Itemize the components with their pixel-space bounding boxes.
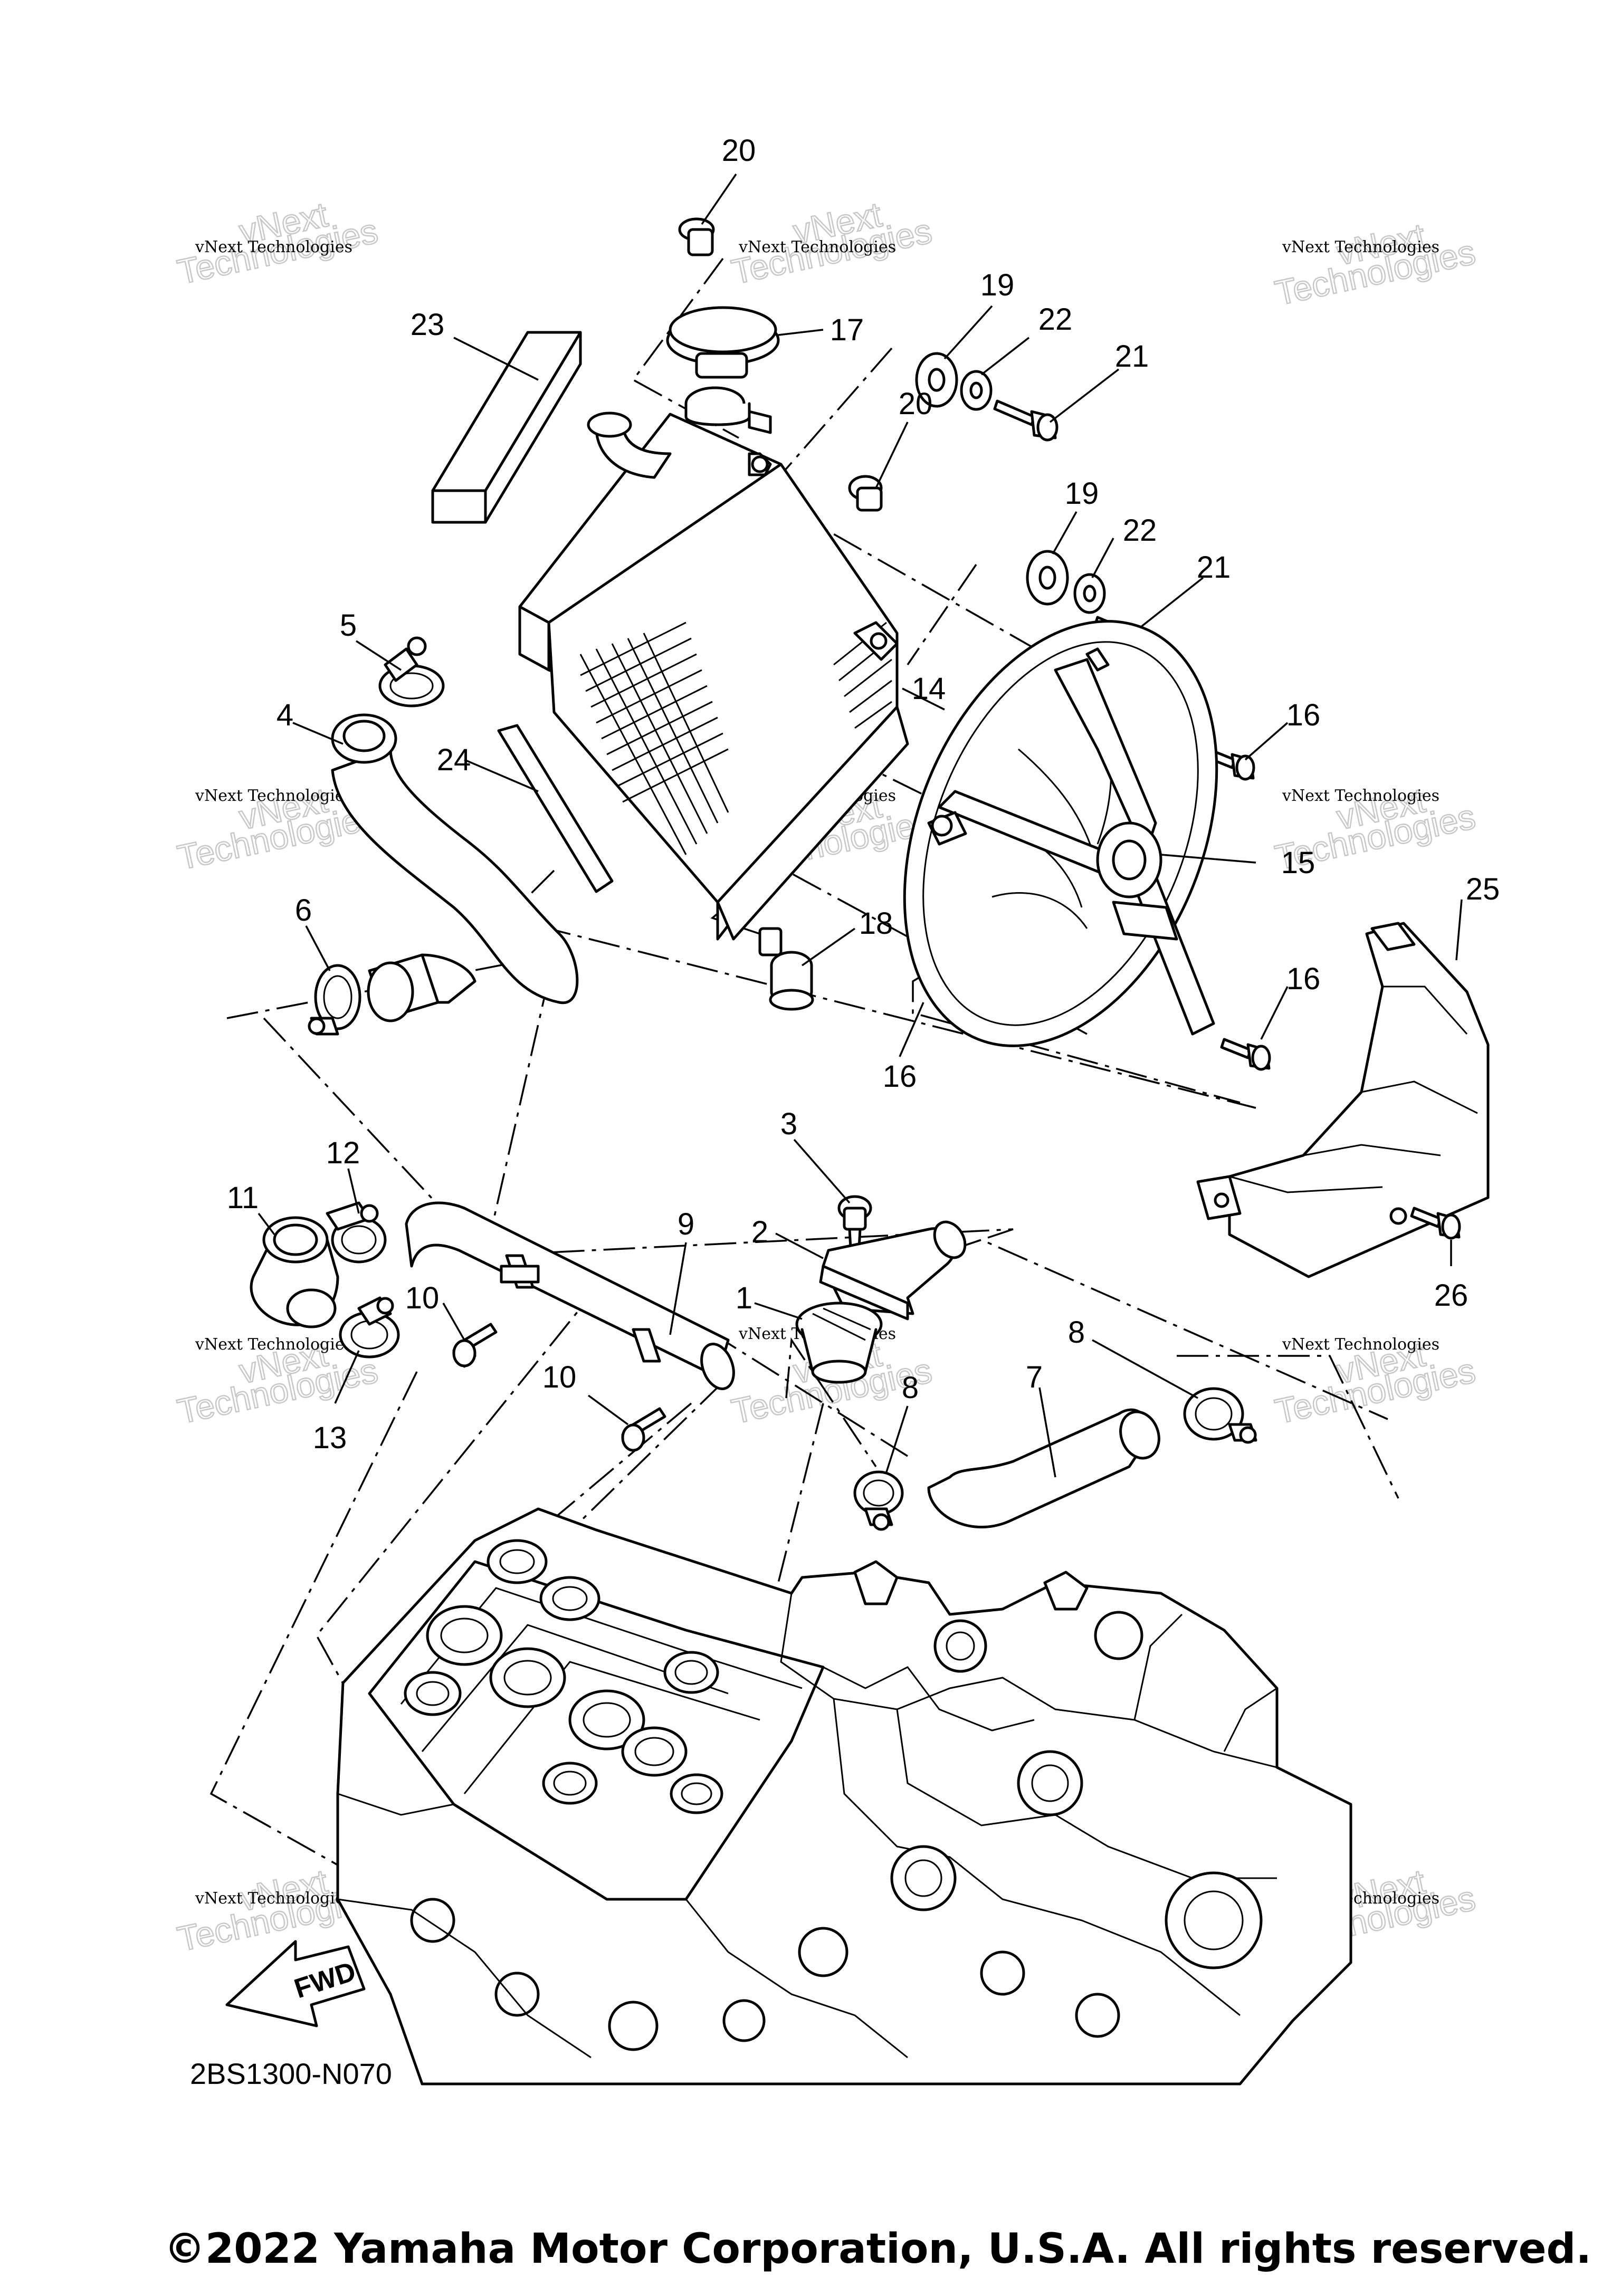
callout-6: 6 [295,893,312,927]
callout-5: 5 [340,608,357,643]
callout-10: 10 [542,1360,577,1394]
callout-15: 15 [1281,846,1315,880]
callout-21: 21 [1115,339,1149,374]
watermark-text: vNext Technologies [738,238,896,256]
callout-9: 9 [678,1207,694,1241]
callout-22: 22 [1123,513,1157,548]
watermark-text: vNext Technologies [195,1335,352,1354]
callout-25: 25 [1466,872,1500,906]
callout-20: 20 [722,133,756,168]
callout-19: 19 [980,268,1015,302]
plug-hole [568,1689,645,1750]
fwd-arrow-icon: FWD [225,1940,366,2027]
callout-24: 24 [437,743,471,777]
callout-16: 16 [883,1059,917,1094]
bolt [993,399,1036,426]
side-cover-panel [1228,922,1490,1278]
plug-hole [426,1605,503,1666]
bolt [1410,1207,1442,1228]
radiator-hose [331,748,579,1004]
rubber-strip [497,724,614,893]
callout-22: 22 [1038,302,1073,337]
callout-16: 16 [1286,962,1321,996]
callout-1: 1 [736,1281,752,1315]
watermark-text: vNext Technologies [1282,1335,1439,1354]
cooling-fan [903,620,1218,1047]
radiator-assembly [518,217,909,956]
plug-hole [621,1726,688,1777]
watermark-text: vNext Technologies [1282,787,1439,805]
callout-11: 11 [227,1181,259,1215]
crankcase-boss [1017,1750,1083,1816]
callout-13: 13 [313,1421,347,1455]
callout-26: 26 [1434,1278,1469,1313]
radiator-cover [1196,922,1490,1278]
upper-hose-group [308,636,579,1036]
callout-2: 2 [751,1215,768,1249]
hose-clamp [1183,1387,1244,1441]
callout-20: 20 [899,387,933,421]
lower-hose-group [250,1195,1257,1531]
callout-4: 4 [276,698,293,732]
callout-10: 10 [405,1281,440,1315]
callout-12: 12 [326,1136,360,1170]
callout-19: 19 [1065,476,1099,511]
crankcase-boss [1165,1871,1263,1969]
copyright-notice: ©2022 Yamaha Motor Corporation, U.S.A. A… [164,2225,1591,2273]
watermark-text: vNext Technologies [1282,238,1439,256]
callout-3: 3 [780,1107,797,1141]
plug-hole [542,1762,598,1805]
plug-hole [404,1671,462,1716]
plug-hole [539,1576,600,1621]
engine-block [336,1507,1352,2085]
callout-23: 23 [411,308,445,342]
callout-8: 8 [902,1371,919,1405]
callout-7: 7 [1026,1360,1043,1394]
watermark-text: vNext Technologies [195,238,352,256]
callout-14: 14 [912,672,946,706]
radiator-outlet-hose [927,1408,1152,1529]
plug-hole [670,1773,723,1814]
diagram-code: 2BS1300-N070 [190,2057,392,2090]
watermark-text: vNext Technologies [195,787,352,805]
plug-hole [663,1651,719,1694]
watermark-text: vNext Technologies [195,1889,352,1908]
leader-lines [258,174,1463,1478]
hose-clamp [314,964,361,1030]
bolt [1220,1038,1252,1059]
callout-16: 16 [1286,698,1321,732]
plug-hole [489,1647,566,1708]
callout-8: 8 [1068,1315,1085,1350]
callout-21: 21 [1197,550,1231,585]
callout-18: 18 [859,906,893,941]
plug-hole [487,1539,548,1584]
callout-17: 17 [830,313,864,347]
callouts: 20 17 19 22 21 20 23 19 22 21 5 14 4 16 … [227,133,1500,1455]
